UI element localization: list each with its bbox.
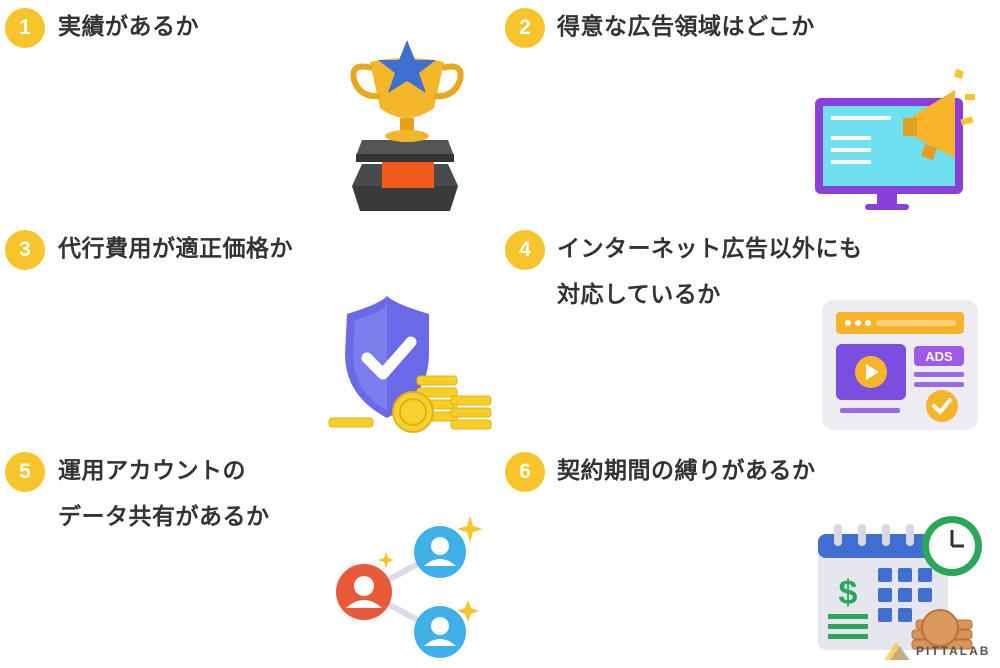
logo-text: PITTALAB (916, 644, 991, 658)
item-2-title: 得意な広告領域はどこか (557, 4, 815, 50)
number-badge-3: 3 (5, 230, 45, 270)
pittalab-logo: PITTALAB (880, 636, 998, 664)
number-badge-2: 2 (505, 8, 545, 48)
ads-window-icon: ADS (822, 300, 978, 430)
logo-mark-icon (884, 642, 910, 660)
item-4-title-line-1: インターネット広告以外にも (557, 236, 863, 262)
item-5-title: 運用アカウントの データ共有があるか (58, 448, 270, 540)
item-6-title-line-1: 契約期間の縛りがあるか (557, 458, 816, 484)
item-1-title: 実績があるか (58, 4, 199, 50)
number-badge-4: 4 (505, 230, 545, 270)
item-5-title-line-1: 運用アカウントの (58, 458, 246, 484)
item-6-title: 契約期間の縛りがあるか (557, 448, 816, 494)
ads-label: ADS (925, 349, 953, 364)
calendar-clock-icon: $ (818, 516, 982, 650)
svg-text:$: $ (839, 574, 858, 612)
number-badge-1: 1 (5, 8, 45, 48)
item-3-title-line-1: 代行費用が適正価格か (58, 236, 293, 262)
monitor-megaphone-icon (815, 68, 975, 210)
item-4-title: インターネット広告以外にも 対応しているか (557, 226, 863, 318)
item-2-title-line-1: 得意な広告領域はどこか (557, 14, 815, 40)
number-badge-6: 6 (505, 452, 545, 492)
item-1-title-line-1: 実績があるか (58, 14, 199, 40)
user-network-icon (336, 516, 483, 658)
trophy-icon (350, 40, 464, 211)
item-4-title-line-2: 対応しているか (557, 282, 721, 308)
number-badge-5: 5 (5, 452, 45, 492)
shield-coins-icon (328, 296, 492, 433)
item-3-title: 代行費用が適正価格か (58, 226, 293, 272)
item-5-title-line-2: データ共有があるか (58, 504, 270, 530)
